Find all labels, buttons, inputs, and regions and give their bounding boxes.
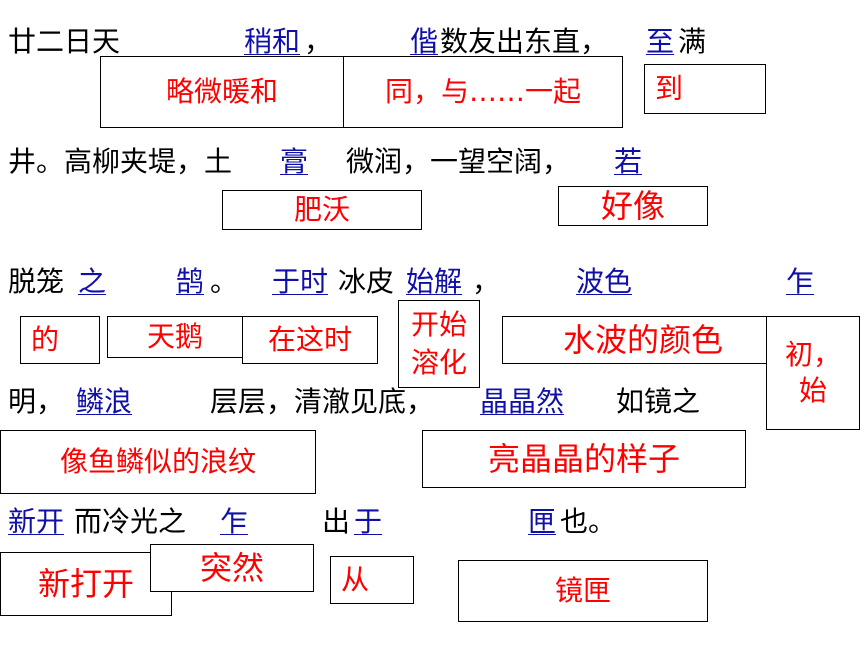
answer-box-jingjingran: 亮晶晶的样子 — [422, 430, 746, 488]
answer-box-xia: 镜匣 — [458, 560, 708, 622]
word-bose: 波色 — [576, 265, 633, 298]
answer-box-zhi: 到 — [644, 64, 766, 114]
word-gao: 膏 — [280, 145, 309, 178]
line4-text-2: 层层，清澈见底， — [210, 385, 435, 418]
answer-box-xinkai: 新打开 — [0, 552, 172, 616]
answer-box-yushi: 在这时 — [242, 316, 378, 364]
answer-box-zhi2: 的 — [20, 316, 100, 364]
word-xia: 匣 — [528, 505, 557, 538]
word-ruo: 若 — [614, 145, 643, 178]
word-yu: 于 — [354, 505, 383, 538]
answer-box-linlang: 像鱼鳞似的浪纹 — [0, 430, 316, 494]
answer-box-xie: 同，与……一起 — [343, 56, 623, 128]
word-shijie: 始解 — [406, 265, 463, 298]
line5-text-2: 出 — [322, 505, 351, 538]
line4-text-3: 如镜之 — [616, 385, 701, 418]
line3-text-2: 冰皮 — [338, 265, 395, 298]
word-zha2: 乍 — [220, 505, 249, 538]
word-zhi2: 之 — [78, 265, 107, 298]
line2-text-2: 微润，一望空阔， — [346, 145, 571, 178]
answer-box-shaohe: 略微暖和 — [100, 56, 344, 128]
word-jingjingran: 晶晶然 — [480, 385, 565, 418]
answer-box-yu: 从 — [330, 556, 414, 604]
line1-comma: ， — [304, 25, 333, 58]
line4-text-1: 明， — [8, 385, 65, 418]
word-zhi: 至 — [646, 25, 675, 58]
line1-text-1: 廿二日天 — [8, 25, 121, 58]
answer-box-zha2: 突然 — [150, 544, 314, 592]
line5-text-1: 而冷光之 — [74, 505, 187, 538]
line1-text-2: 数友出东直， — [440, 25, 609, 58]
line3-text-1: 脱笼 — [8, 265, 65, 298]
answer-box-bose: 水波的颜色 — [502, 316, 784, 364]
word-yushi: 于时 — [272, 265, 329, 298]
line3-comma: ， — [472, 265, 501, 298]
word-linlang: 鳞浪 — [76, 385, 133, 418]
line2-text-1: 井。高柳夹堤，土 — [8, 145, 233, 178]
line5-text-3: 也。 — [560, 505, 617, 538]
line1-text-3: 满 — [678, 25, 707, 58]
word-xinkai: 新开 — [8, 505, 65, 538]
word-zha: 乍 — [786, 265, 815, 298]
answer-box-zha: 初，始 — [766, 316, 860, 430]
answer-box-gao: 肥沃 — [222, 190, 422, 230]
answer-box-shijie: 开始溶化 — [398, 300, 480, 388]
answer-box-ruo: 好像 — [558, 186, 708, 226]
line3-period: 。 — [210, 265, 239, 298]
word-xie: 偕 — [410, 25, 439, 58]
word-shaohe: 稍和 — [244, 25, 301, 58]
answer-box-hu: 天鹅 — [107, 316, 243, 358]
word-hu: 鹄 — [176, 265, 205, 298]
